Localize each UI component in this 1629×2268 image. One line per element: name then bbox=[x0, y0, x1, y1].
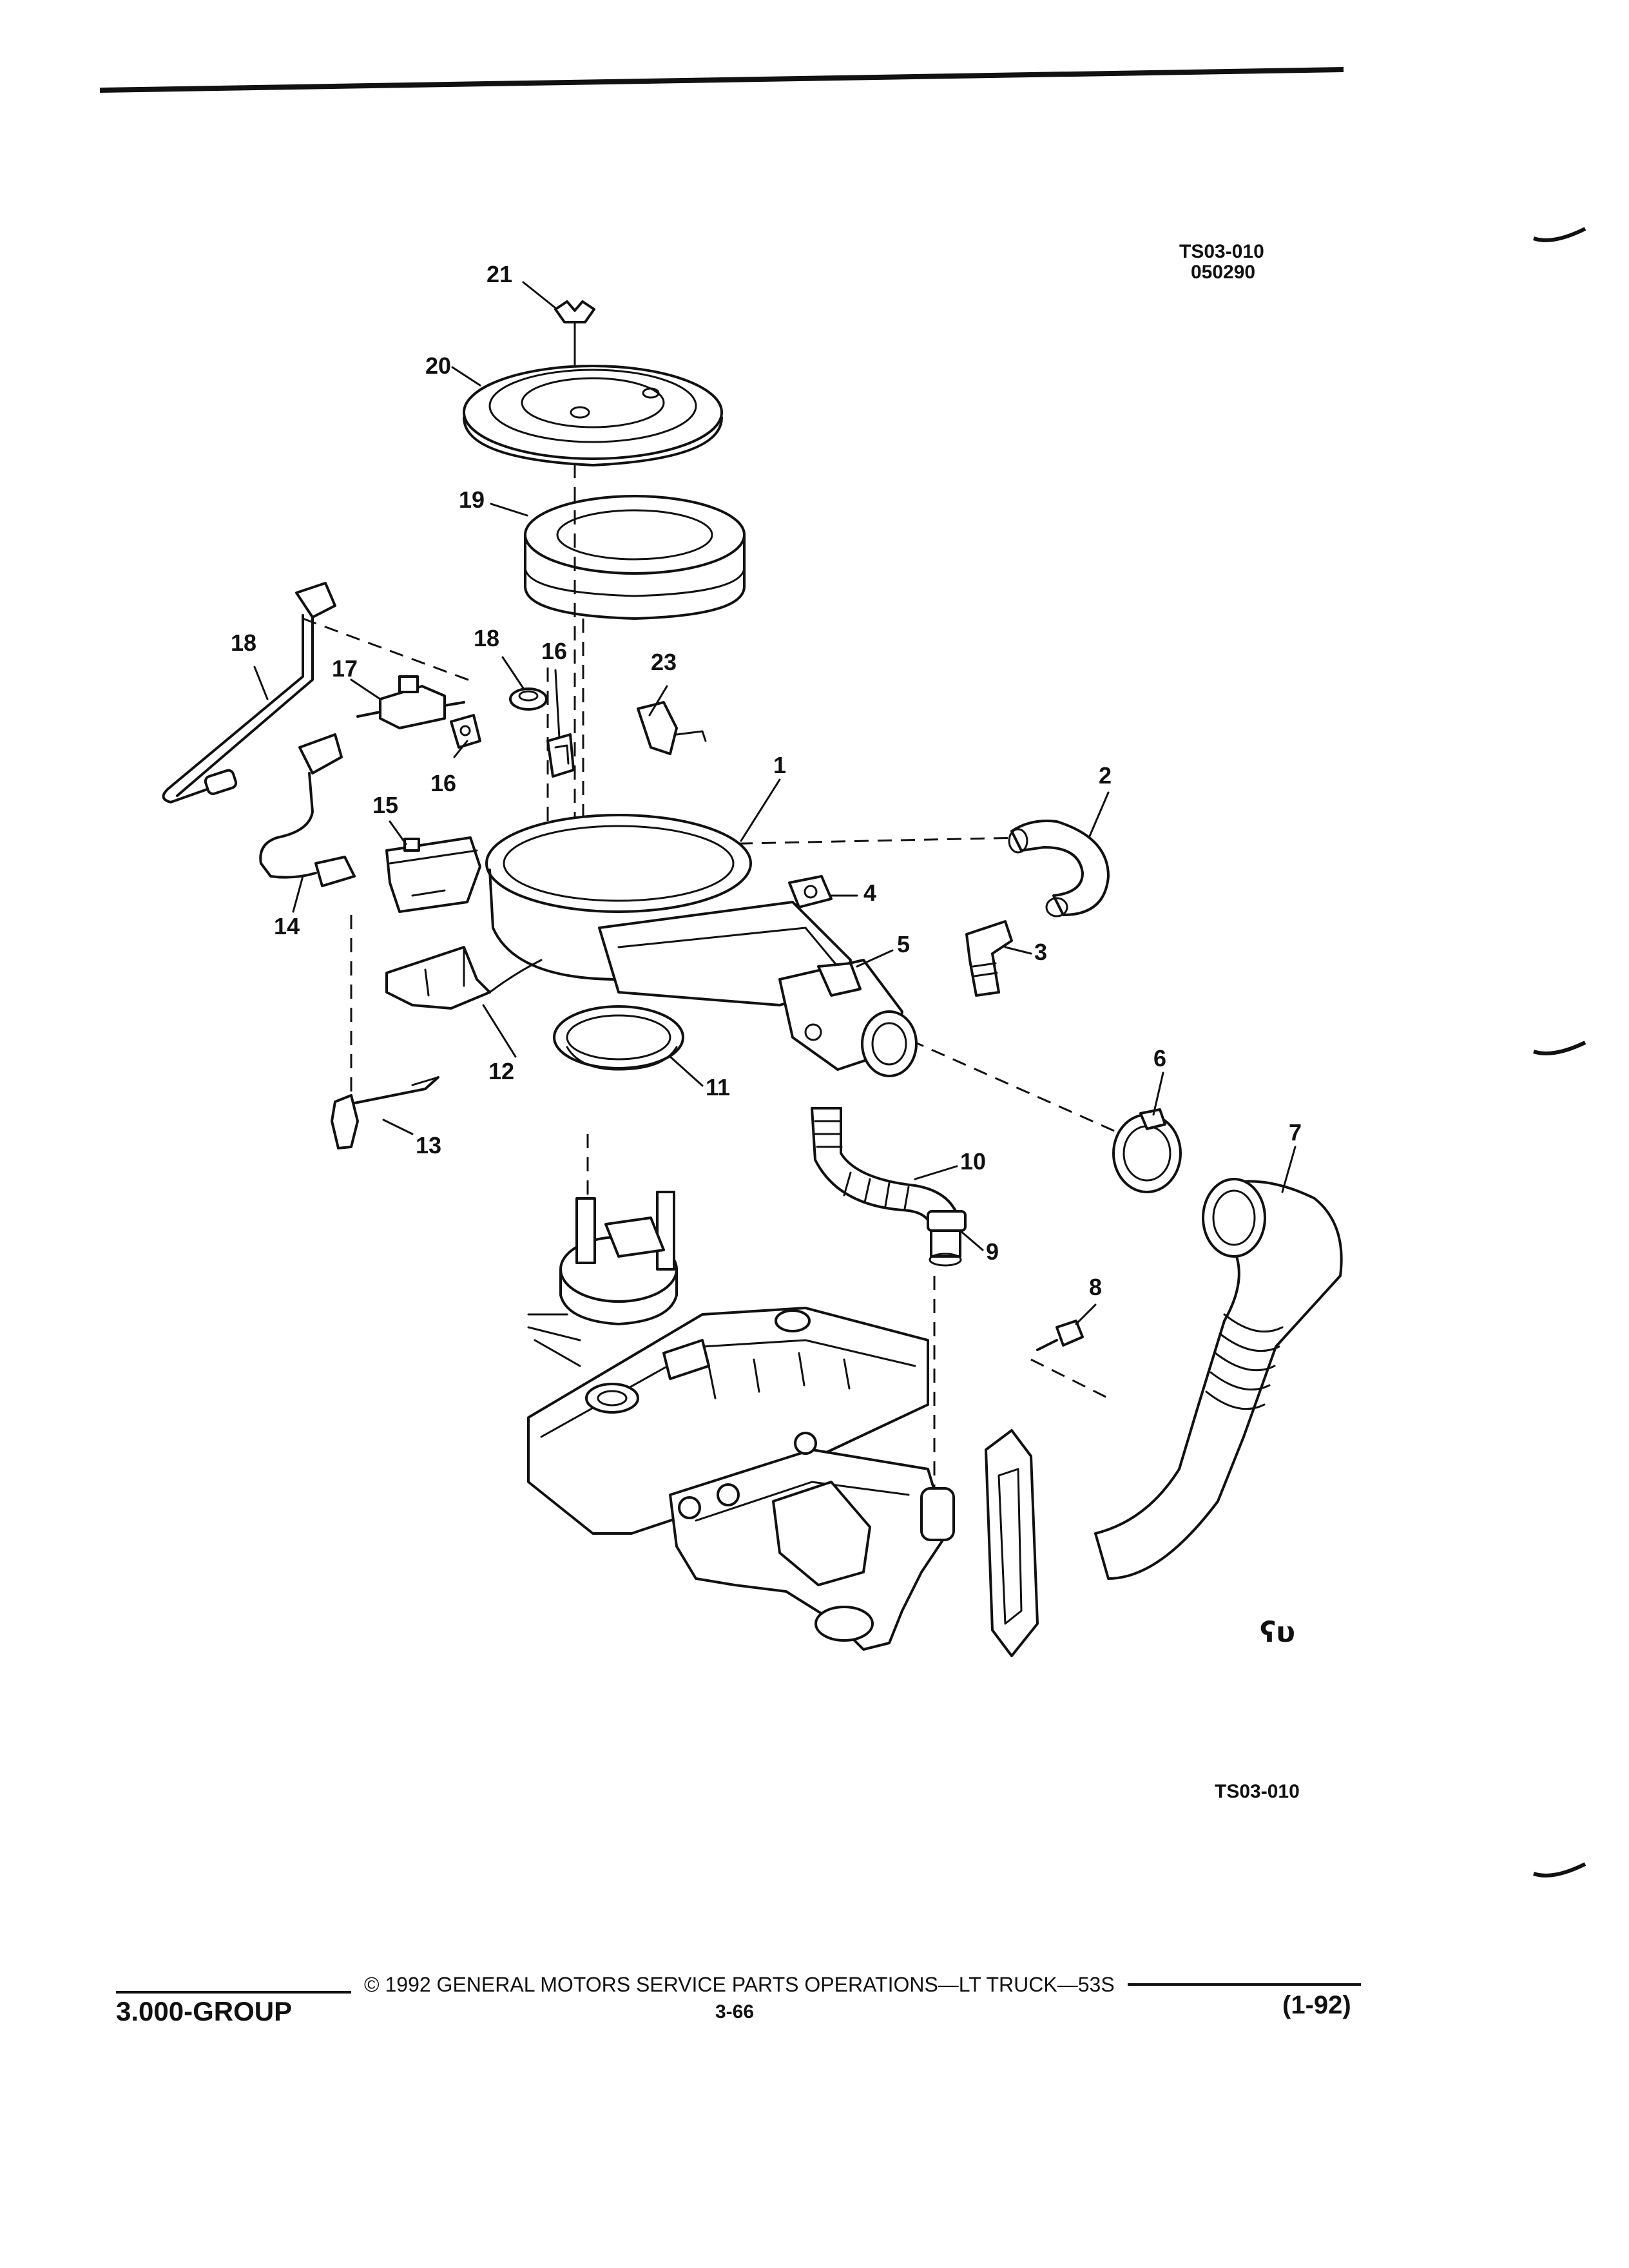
temperature-sensor-part bbox=[637, 701, 707, 755]
callout-14: 14 bbox=[274, 913, 300, 939]
footer-rule-left bbox=[116, 1991, 351, 1994]
callout-3: 3 bbox=[1034, 939, 1047, 965]
callout-16b: 16 bbox=[430, 770, 456, 796]
bolt-part bbox=[1030, 1320, 1109, 1399]
copyright-line: © 1992 GENERAL MOTORS SERVICE PARTS OPER… bbox=[364, 1973, 1115, 1996]
footer-rule-right bbox=[1128, 1983, 1361, 1986]
air-filter-element-part bbox=[524, 495, 746, 620]
callout-20: 19 bbox=[459, 486, 485, 513]
callout-21: 20 bbox=[425, 352, 451, 379]
vacuum-elbow-part bbox=[331, 1076, 439, 1149]
callout-labels: 21 20 19 18 16 23 18 17 16 1 2 15 4 14 5… bbox=[231, 261, 1302, 1300]
page-number: 3-66 bbox=[715, 2001, 755, 2023]
grommet-part bbox=[509, 687, 548, 711]
retaining-clip-part bbox=[450, 714, 575, 778]
check-valve-part bbox=[356, 675, 465, 729]
hose-part bbox=[1008, 820, 1110, 918]
callout-4: 4 bbox=[863, 879, 876, 906]
figure-code-top: TS03-010 bbox=[1179, 241, 1264, 262]
callout-19: 18 bbox=[474, 625, 499, 651]
callout-10: 10 bbox=[960, 1148, 986, 1175]
callout-5: 5 bbox=[897, 931, 910, 957]
callout-12: 12 bbox=[488, 1058, 514, 1084]
bracket-part bbox=[385, 946, 543, 1010]
callout-15: 15 bbox=[372, 792, 398, 818]
callout-11: 11 bbox=[706, 1074, 730, 1100]
flex-hose-part bbox=[811, 1107, 967, 1267]
callout-18: 18 bbox=[231, 629, 256, 656]
callout-2: 2 bbox=[1099, 762, 1112, 789]
callout-16a: 16 bbox=[541, 638, 567, 664]
binding-mark bbox=[1533, 227, 1586, 242]
gasket-part bbox=[553, 1005, 684, 1071]
throttle-body-part bbox=[527, 1191, 678, 1367]
figure-date-code: 050290 bbox=[1191, 262, 1255, 283]
intake-manifold-part bbox=[527, 1307, 929, 1535]
elbow-fitting-part bbox=[965, 920, 1013, 997]
callout-8: 8 bbox=[1089, 1274, 1102, 1300]
header-rule bbox=[99, 67, 1344, 93]
clip-part bbox=[788, 875, 833, 908]
binding-mark bbox=[1533, 1862, 1586, 1878]
hose-clamp-part bbox=[1112, 1108, 1182, 1193]
callout-1: 1 bbox=[773, 752, 786, 778]
figure-code-bottom: TS03-010 bbox=[1215, 1781, 1300, 1802]
illustrator-mark: ʕυ bbox=[1260, 1616, 1295, 1649]
air-cleaner-housing-part bbox=[485, 814, 918, 1077]
air-cleaner-cover-part bbox=[463, 365, 723, 466]
binding-mark bbox=[1533, 1041, 1586, 1055]
revision-date: (1-92) bbox=[1282, 1991, 1351, 2019]
group-label: 3.000-GROUP bbox=[116, 1996, 293, 2026]
callout-23: 23 bbox=[651, 649, 677, 675]
vacuum-hose-part bbox=[259, 733, 356, 887]
callout-22: 21 bbox=[487, 261, 512, 287]
callout-6: 6 bbox=[1153, 1045, 1166, 1072]
exhaust-manifold-part bbox=[669, 1432, 955, 1651]
vacuum-line-part bbox=[162, 582, 336, 803]
heat-stove-plate-part bbox=[985, 1429, 1039, 1657]
callout-13: 13 bbox=[416, 1132, 441, 1158]
solenoid-valve-part bbox=[385, 836, 481, 913]
leader-lines bbox=[253, 281, 1296, 1325]
callout-9: 9 bbox=[986, 1238, 999, 1265]
intake-duct-part bbox=[1094, 1178, 1343, 1580]
callout-7: 7 bbox=[1289, 1119, 1302, 1146]
callout-17: 17 bbox=[332, 655, 358, 682]
